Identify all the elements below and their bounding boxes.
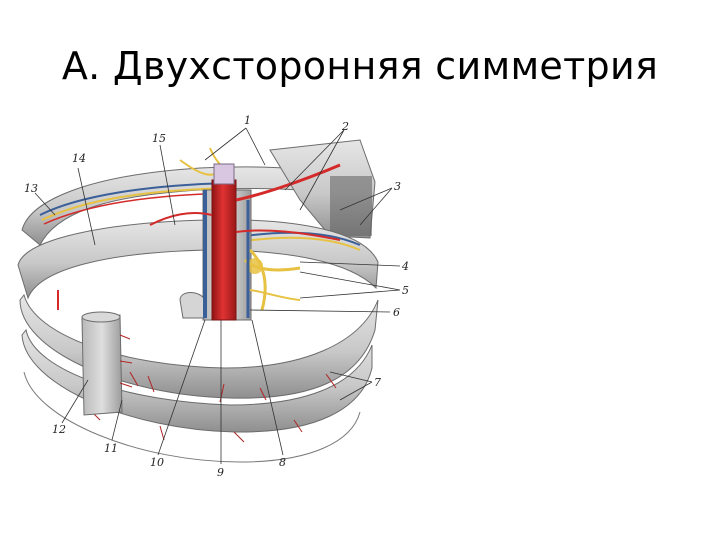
callout-9: 9 <box>217 466 224 479</box>
callout-14: 14 <box>72 152 86 165</box>
callout-numbers: 1 2 3 4 5 6 7 8 9 10 11 12 13 14 15 <box>24 114 409 479</box>
callout-8: 8 <box>279 456 286 469</box>
callout-1: 1 <box>244 114 251 127</box>
anatomy-illustration: 1 2 3 4 5 6 7 8 9 10 11 12 13 14 15 <box>17 114 409 479</box>
leader-lines <box>34 127 401 464</box>
callout-15: 15 <box>152 132 166 145</box>
callout-6: 6 <box>393 306 400 319</box>
callout-5: 5 <box>402 284 409 297</box>
middle-rib-band <box>17 219 379 300</box>
callout-13: 13 <box>24 182 38 195</box>
callout-10: 10 <box>150 456 164 469</box>
slide-title: А. Двухсторонняя симметрия <box>61 44 659 88</box>
sternum-column <box>81 311 133 416</box>
right-transverse-block <box>269 139 376 239</box>
aorta <box>57 163 341 321</box>
callout-12: 12 <box>52 423 66 436</box>
lower-rib-bands <box>19 293 379 463</box>
callout-2: 2 <box>341 120 349 133</box>
veins <box>203 190 250 318</box>
callout-3: 3 <box>394 180 401 193</box>
callout-4: 4 <box>401 260 409 273</box>
callout-7: 7 <box>374 376 381 389</box>
callout-11: 11 <box>104 442 118 455</box>
